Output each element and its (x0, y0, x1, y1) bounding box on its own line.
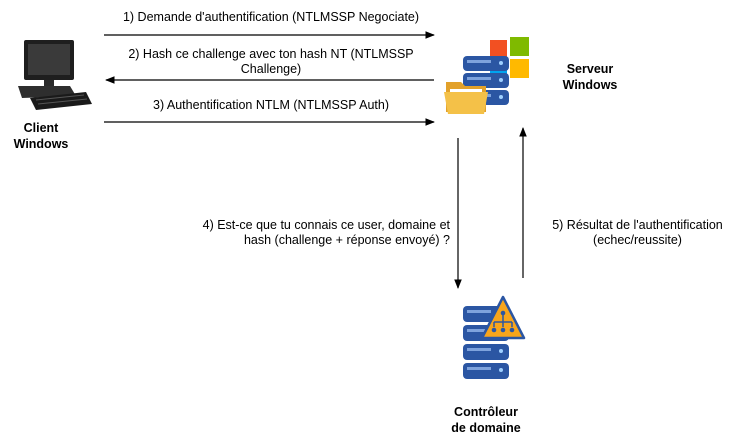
dc-label-line1: Contrôleur (454, 405, 518, 419)
step4-line1: 4) Est-ce que tu connais ce user, domain… (202, 218, 450, 232)
client-label: Client Windows (2, 120, 80, 152)
windows-server-icon (444, 37, 529, 114)
step3-label: 3) Authentification NTLM (NTLMSSP Auth) (96, 98, 446, 113)
step4-line2: hash (challenge + réponse envoyé) ? (243, 233, 450, 247)
domain-controller-icon (463, 295, 526, 379)
server-label-line2: Windows (562, 78, 618, 92)
dc-label: Contrôleur de domaine (430, 404, 542, 436)
server-label: Serveur Windows (545, 61, 635, 93)
step5-label: 5) Résultat de l'authentification (echec… (535, 218, 740, 248)
client-label-line2: Windows (13, 137, 69, 151)
step3-line1: 3) Authentification NTLM (NTLMSSP Auth) (153, 98, 389, 112)
server-label-line1: Serveur (566, 62, 614, 76)
step2-line2: Challenge) (240, 62, 302, 76)
client-label-line1: Client (23, 121, 59, 135)
step1-label: 1) Demande d'authentification (NTLMSSP N… (96, 10, 446, 25)
step4-label: 4) Est-ce que tu connais ce user, domain… (160, 218, 450, 248)
step5-line1: 5) Résultat de l'authentification (552, 218, 723, 232)
step2-label: 2) Hash ce challenge avec ton hash NT (N… (96, 47, 446, 77)
client-computer-icon (18, 40, 92, 110)
step1-line1: 1) Demande d'authentification (NTLMSSP N… (122, 10, 420, 24)
step2-line1: 2) Hash ce challenge avec ton hash NT (N… (128, 47, 414, 61)
dc-label-line2: de domaine (451, 421, 521, 435)
step5-line2: (echec/reussite) (593, 233, 682, 247)
